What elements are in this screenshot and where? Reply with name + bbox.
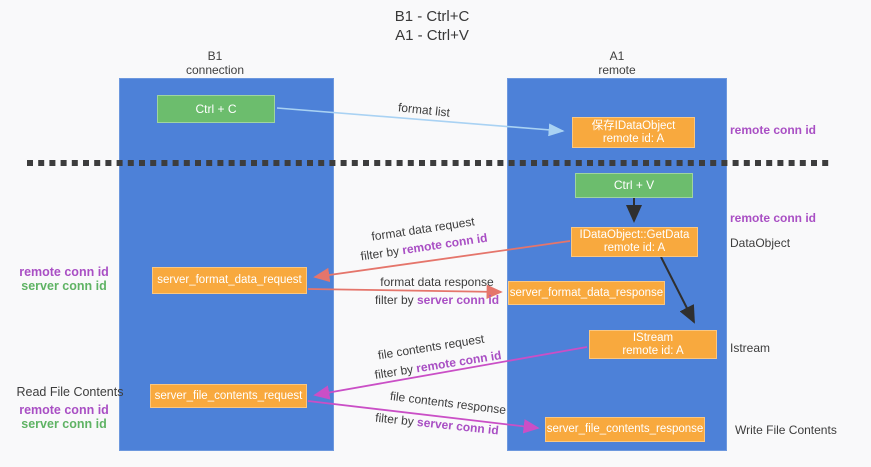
label-filter-by-server-conn-id-format: filter by server conn id	[375, 293, 499, 307]
diagram-title: B1 - Ctrl+C A1 - Ctrl+V	[395, 7, 470, 45]
node-istream-line2: remote id: A	[622, 344, 684, 357]
node-save-line2: remote id: A	[602, 132, 665, 145]
node-server-file-contents-request: server_file_contents_request	[150, 384, 307, 408]
format-list-arrow	[276, 107, 565, 137]
annotation-dataobject: DataObject	[730, 236, 791, 250]
node-save-line1: 保存IDataObject	[591, 119, 676, 132]
node-server-format-data-response: server_format_data_response	[508, 281, 665, 305]
format-data-request-arrow	[313, 240, 571, 283]
lane-header-a1: A1 remote	[598, 49, 635, 77]
node-getdata-line2: remote id: A	[603, 242, 666, 254]
node-server-file-contents-response: server_file_contents_response	[545, 417, 705, 442]
lane-b1-subtitle: connection	[185, 63, 245, 77]
file-contents-request-arrow	[313, 346, 588, 400]
file-contents-response-arrow	[307, 400, 540, 434]
remote-conn-id-text: remote conn id	[19, 265, 109, 279]
remote-conn-id-text: remote conn id	[19, 403, 109, 417]
lane-header-b1: B1 connection	[186, 49, 244, 77]
node-ctrl-v: Ctrl + V	[575, 173, 693, 198]
annotation-left-conn-ids-bottom: remote conn id server conn id	[9, 403, 119, 431]
getdata-to-istream-arrow	[660, 256, 695, 324]
annotation-read-file-contents: Read File Contents	[16, 385, 124, 399]
annotation-left-conn-ids-mid: remote conn id server conn id	[9, 265, 119, 293]
lane-b1-title: B1	[207, 49, 223, 63]
annotation-write-file-contents: Write File Contents	[735, 423, 837, 437]
node-server-format-data-request: server_format_data_request	[152, 267, 307, 294]
server-conn-id-text: server conn id	[21, 417, 107, 431]
node-fmt-req-label: server_format_data_request	[157, 274, 302, 286]
title-line-paste: A1 - Ctrl+V	[395, 27, 469, 44]
node-ctrl-c: Ctrl + C	[157, 95, 275, 123]
node-save-idataobject: 保存IDataObject remote id: A	[572, 117, 695, 148]
lane-a1-subtitle: remote	[598, 63, 636, 77]
node-getdata-line1: IDataObject::GetData	[579, 229, 690, 241]
annotation-remote-conn-id-mid: remote conn id	[730, 211, 817, 225]
label-format-data-response: format data response	[380, 275, 494, 289]
node-file-req-label: server_file_contents_request	[154, 389, 303, 402]
node-fmt-resp-label: server_format_data_response	[509, 286, 664, 299]
node-file-resp-label: server_file_contents_response	[546, 423, 704, 435]
title-line-copy: B1 - Ctrl+C	[394, 8, 470, 25]
filter-by-text: filter by	[374, 293, 417, 307]
annotation-istream: Istream	[730, 341, 771, 355]
annotation-remote-conn-id-top: remote conn id	[730, 123, 817, 137]
server-conn-id-text: server conn id	[416, 293, 500, 307]
node-ctrl-v-label: Ctrl + V	[613, 178, 655, 192]
server-conn-id-text: server conn id	[21, 279, 107, 293]
node-ctrl-c-label: Ctrl + C	[195, 101, 237, 116]
node-istream-line1: IStream	[632, 331, 674, 344]
lane-a1-title: A1	[609, 49, 625, 63]
format-data-response-arrow	[307, 284, 503, 299]
node-idataobject-getdata: IDataObject::GetData remote id: A	[571, 227, 698, 257]
node-istream: IStream remote id: A	[589, 330, 717, 359]
